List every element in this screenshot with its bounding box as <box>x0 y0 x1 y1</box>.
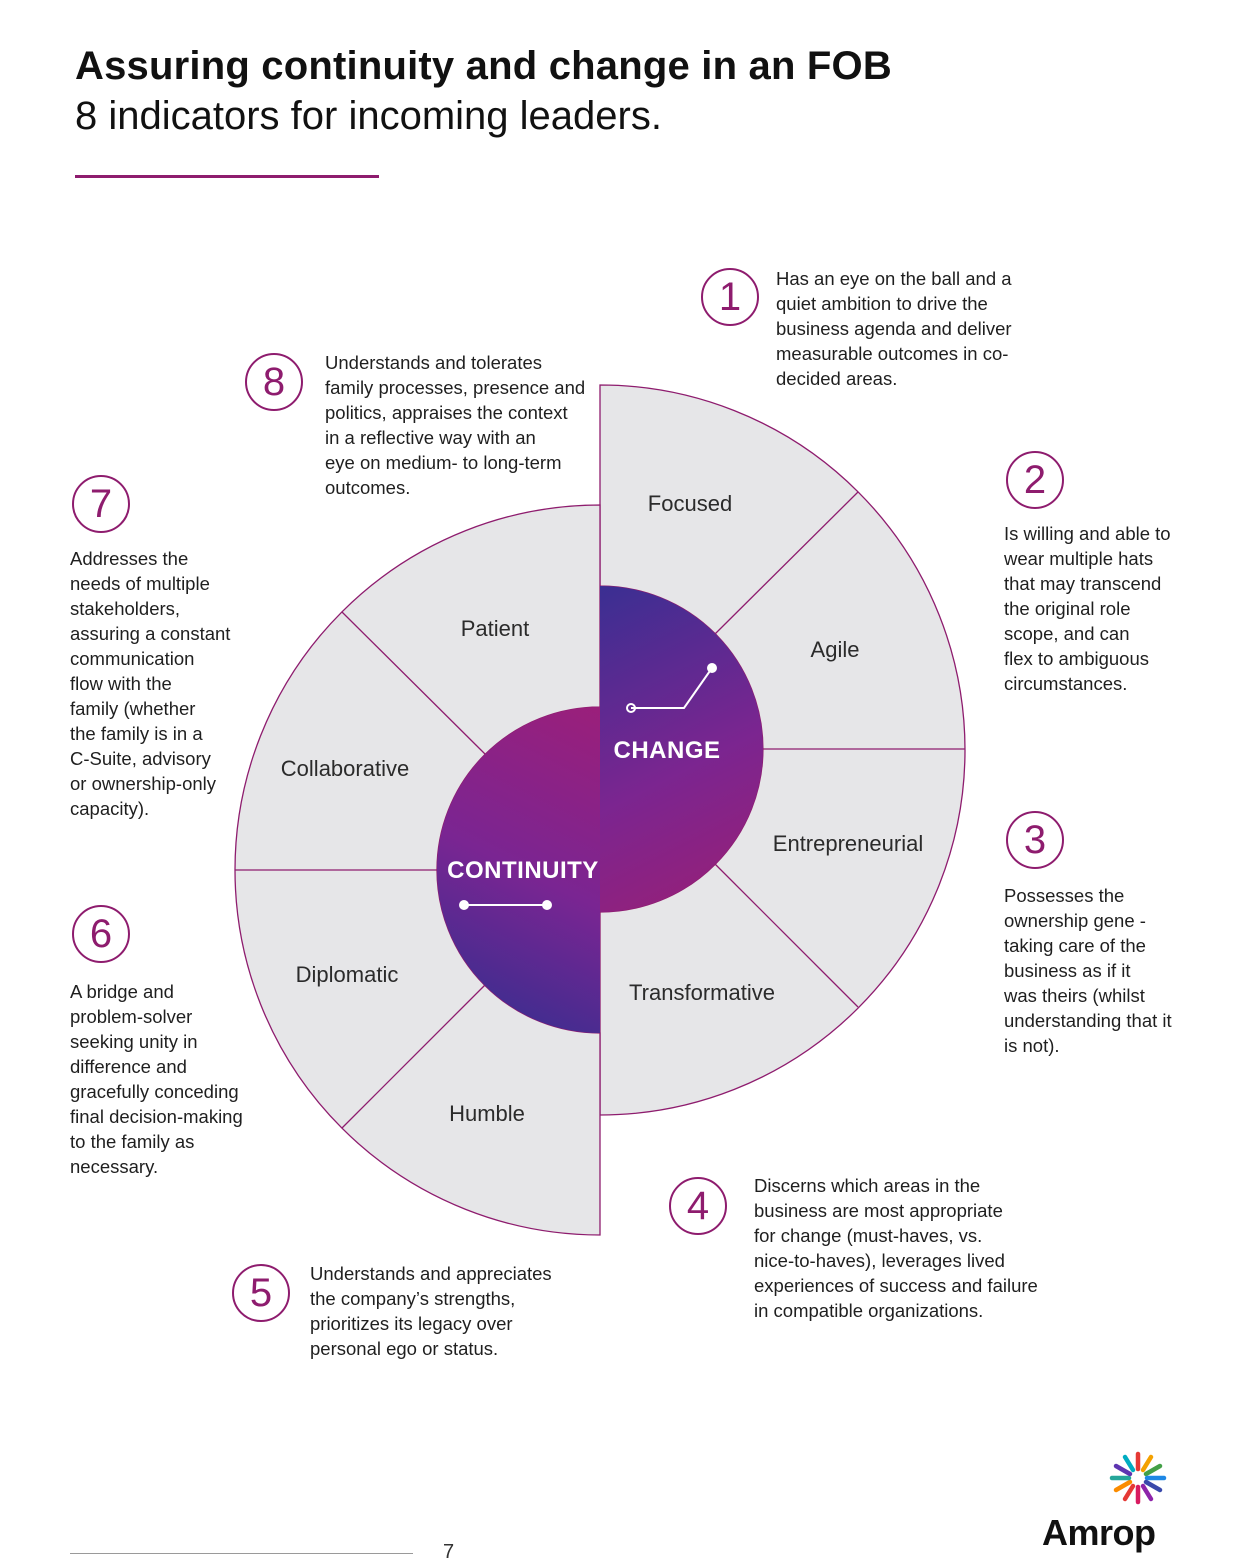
continuity-dividers <box>235 611 486 1129</box>
indicator-8-text: Understands and tolerates family process… <box>325 352 586 498</box>
indicator-6-number: 6 <box>72 905 130 963</box>
indicator-1-number: 1 <box>701 268 759 326</box>
segment-collaborative: Collaborative <box>281 756 409 781</box>
continuity-core <box>437 707 600 1033</box>
segment-entrepreneurial: Entrepreneurial <box>773 831 923 856</box>
segment-agile: Agile <box>811 637 860 662</box>
page-number: 7 <box>443 1541 455 1563</box>
amrop-logo-text: Amrop <box>1042 1512 1156 1553</box>
change-dividers <box>714 491 965 1008</box>
change-ring <box>599 384 966 1116</box>
indicator-1-text: Has an eye on the ball and a quiet ambit… <box>776 268 1012 389</box>
indicator-3-text: Possesses the ownership gene - taking ca… <box>1004 885 1172 1056</box>
footer-divider <box>70 1553 413 1554</box>
segment-focused: Focused <box>648 491 732 516</box>
page-subtitle: 8 indicators for incoming leaders. <box>75 94 662 138</box>
indicator-4-number: 4 <box>669 1177 727 1235</box>
flat-line-icon <box>459 900 552 910</box>
segment-humble: Humble <box>449 1101 525 1126</box>
indicator-5-text: Understands and appreciates the company’… <box>310 1263 552 1359</box>
indicator-4-text: Discerns which areas in the business are… <box>754 1175 1038 1321</box>
indicator-2-text: Is willing and able to wear multiple hat… <box>1004 523 1171 694</box>
indicator-6-text: A bridge and problem-solver seeking unit… <box>70 981 243 1177</box>
segment-transformative: Transformative <box>629 980 775 1005</box>
title-divider <box>75 175 379 178</box>
amrop-logo-icon <box>1109 1451 1167 1505</box>
indicator-7-text: Addresses the needs of multiple stakehol… <box>70 548 231 819</box>
indicator-3-number: 3 <box>1006 811 1064 869</box>
indicator-8-number: 8 <box>245 353 303 411</box>
trend-line-icon <box>626 663 717 713</box>
segment-diplomatic: Diplomatic <box>296 962 399 987</box>
change-label: CHANGE <box>613 737 720 764</box>
indicator-5-number: 5 <box>232 1264 290 1322</box>
indicator-7-number: 7 <box>72 475 130 533</box>
indicator-2-number: 2 <box>1006 451 1064 509</box>
continuity-label: CONTINUITY <box>447 857 599 884</box>
segment-patient: Patient <box>461 616 530 641</box>
page-title: Assuring continuity and change in an FOB <box>75 44 892 88</box>
change-core <box>600 586 763 912</box>
